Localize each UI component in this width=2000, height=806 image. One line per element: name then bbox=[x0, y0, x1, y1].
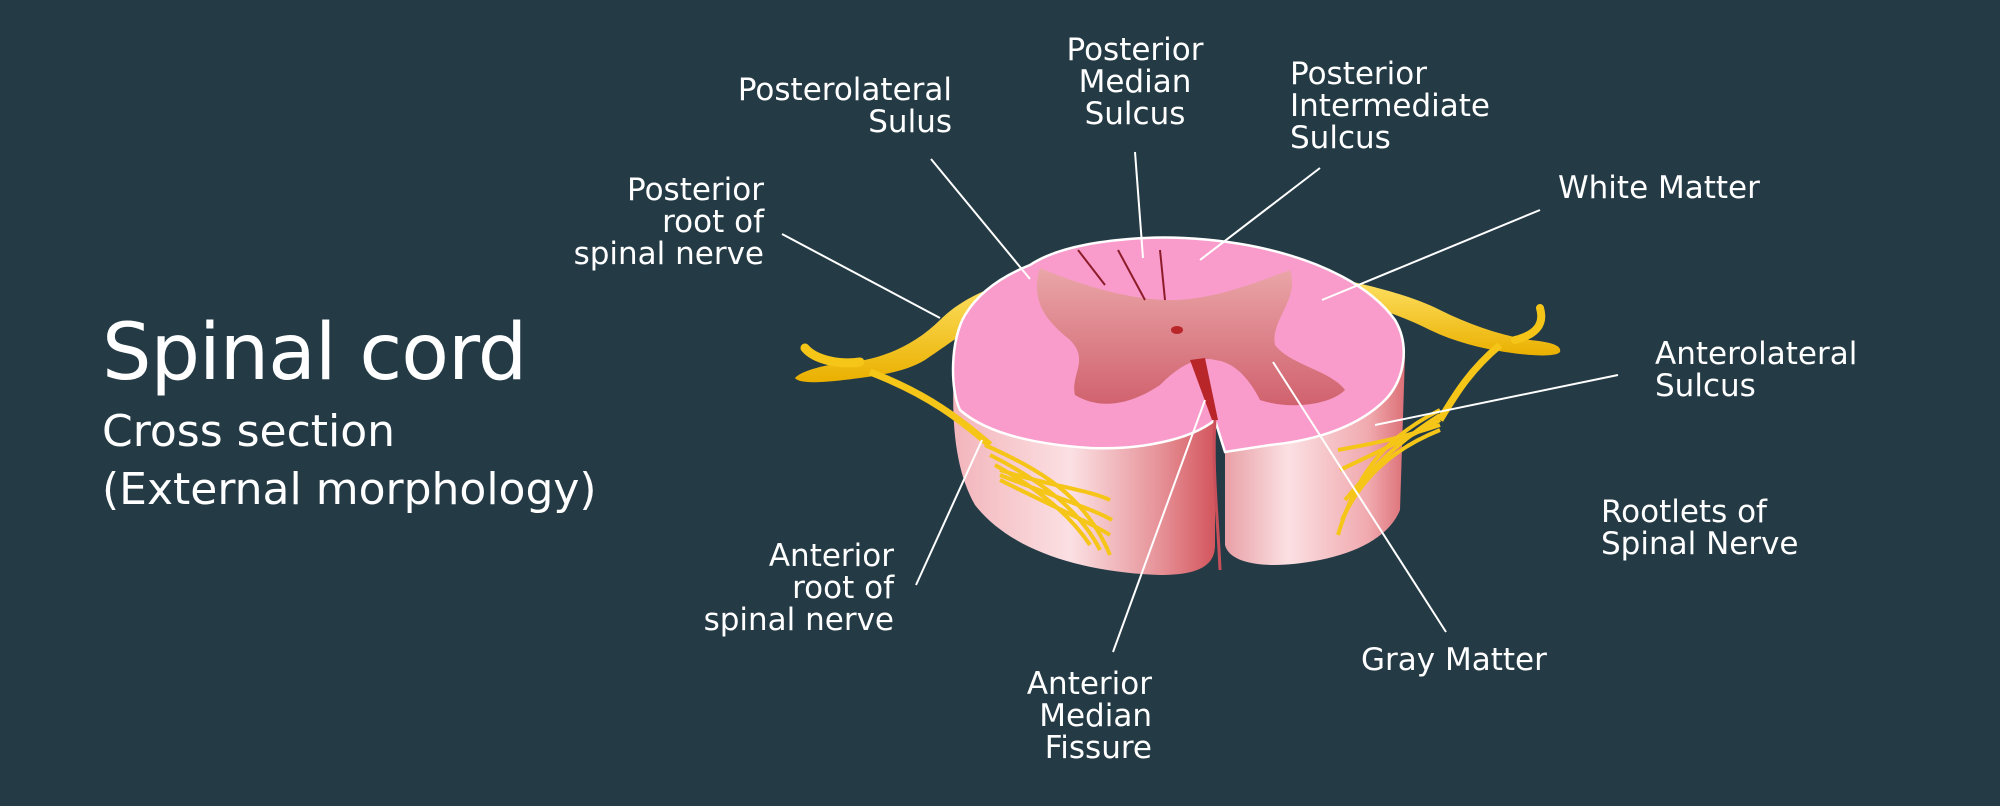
posterior-sulci bbox=[1077, 249, 1166, 301]
label-posterolateral-sulcus: Posterolateral Sulus bbox=[737, 72, 952, 140]
title-block: Spinal cord Cross section (External morp… bbox=[102, 308, 597, 514]
cord-front-split bbox=[1212, 419, 1222, 571]
subtitle-line2: (External morphology) bbox=[102, 464, 597, 515]
label-posterior-intermediate-sulcus: Posterior Intermediate Sulcus bbox=[1290, 56, 1491, 156]
label-posterior-median-sulcus: Posterior Median Sulcus bbox=[1066, 32, 1204, 132]
main-title: Spinal cord bbox=[102, 308, 527, 398]
gray-matter-shape bbox=[1036, 268, 1345, 406]
label-gray-matter: Gray Matter bbox=[1361, 642, 1547, 678]
anterior-rootlets-right bbox=[1336, 408, 1442, 536]
label-posterior-root: Posterior root of spinal nerve bbox=[573, 172, 764, 272]
central-canal bbox=[1171, 326, 1183, 334]
label-rootlets: Rootlets of Spinal Nerve bbox=[1601, 494, 1799, 562]
spinal-nerve-right bbox=[1320, 275, 1561, 422]
label-anterior-median-fissure: Anterior Median Fissure bbox=[1026, 666, 1152, 766]
label-anterior-root: Anterior root of spinal nerve bbox=[703, 538, 894, 638]
anterior-median-fissure-shape bbox=[1190, 358, 1218, 420]
anterior-rootlets-left bbox=[984, 443, 1114, 556]
label-anterolateral-sulcus: Anterolateral Sulcus bbox=[1655, 336, 1858, 404]
subtitle-line1: Cross section bbox=[102, 406, 396, 457]
label-white-matter: White Matter bbox=[1558, 170, 1760, 206]
leader-lines bbox=[781, 151, 1619, 653]
